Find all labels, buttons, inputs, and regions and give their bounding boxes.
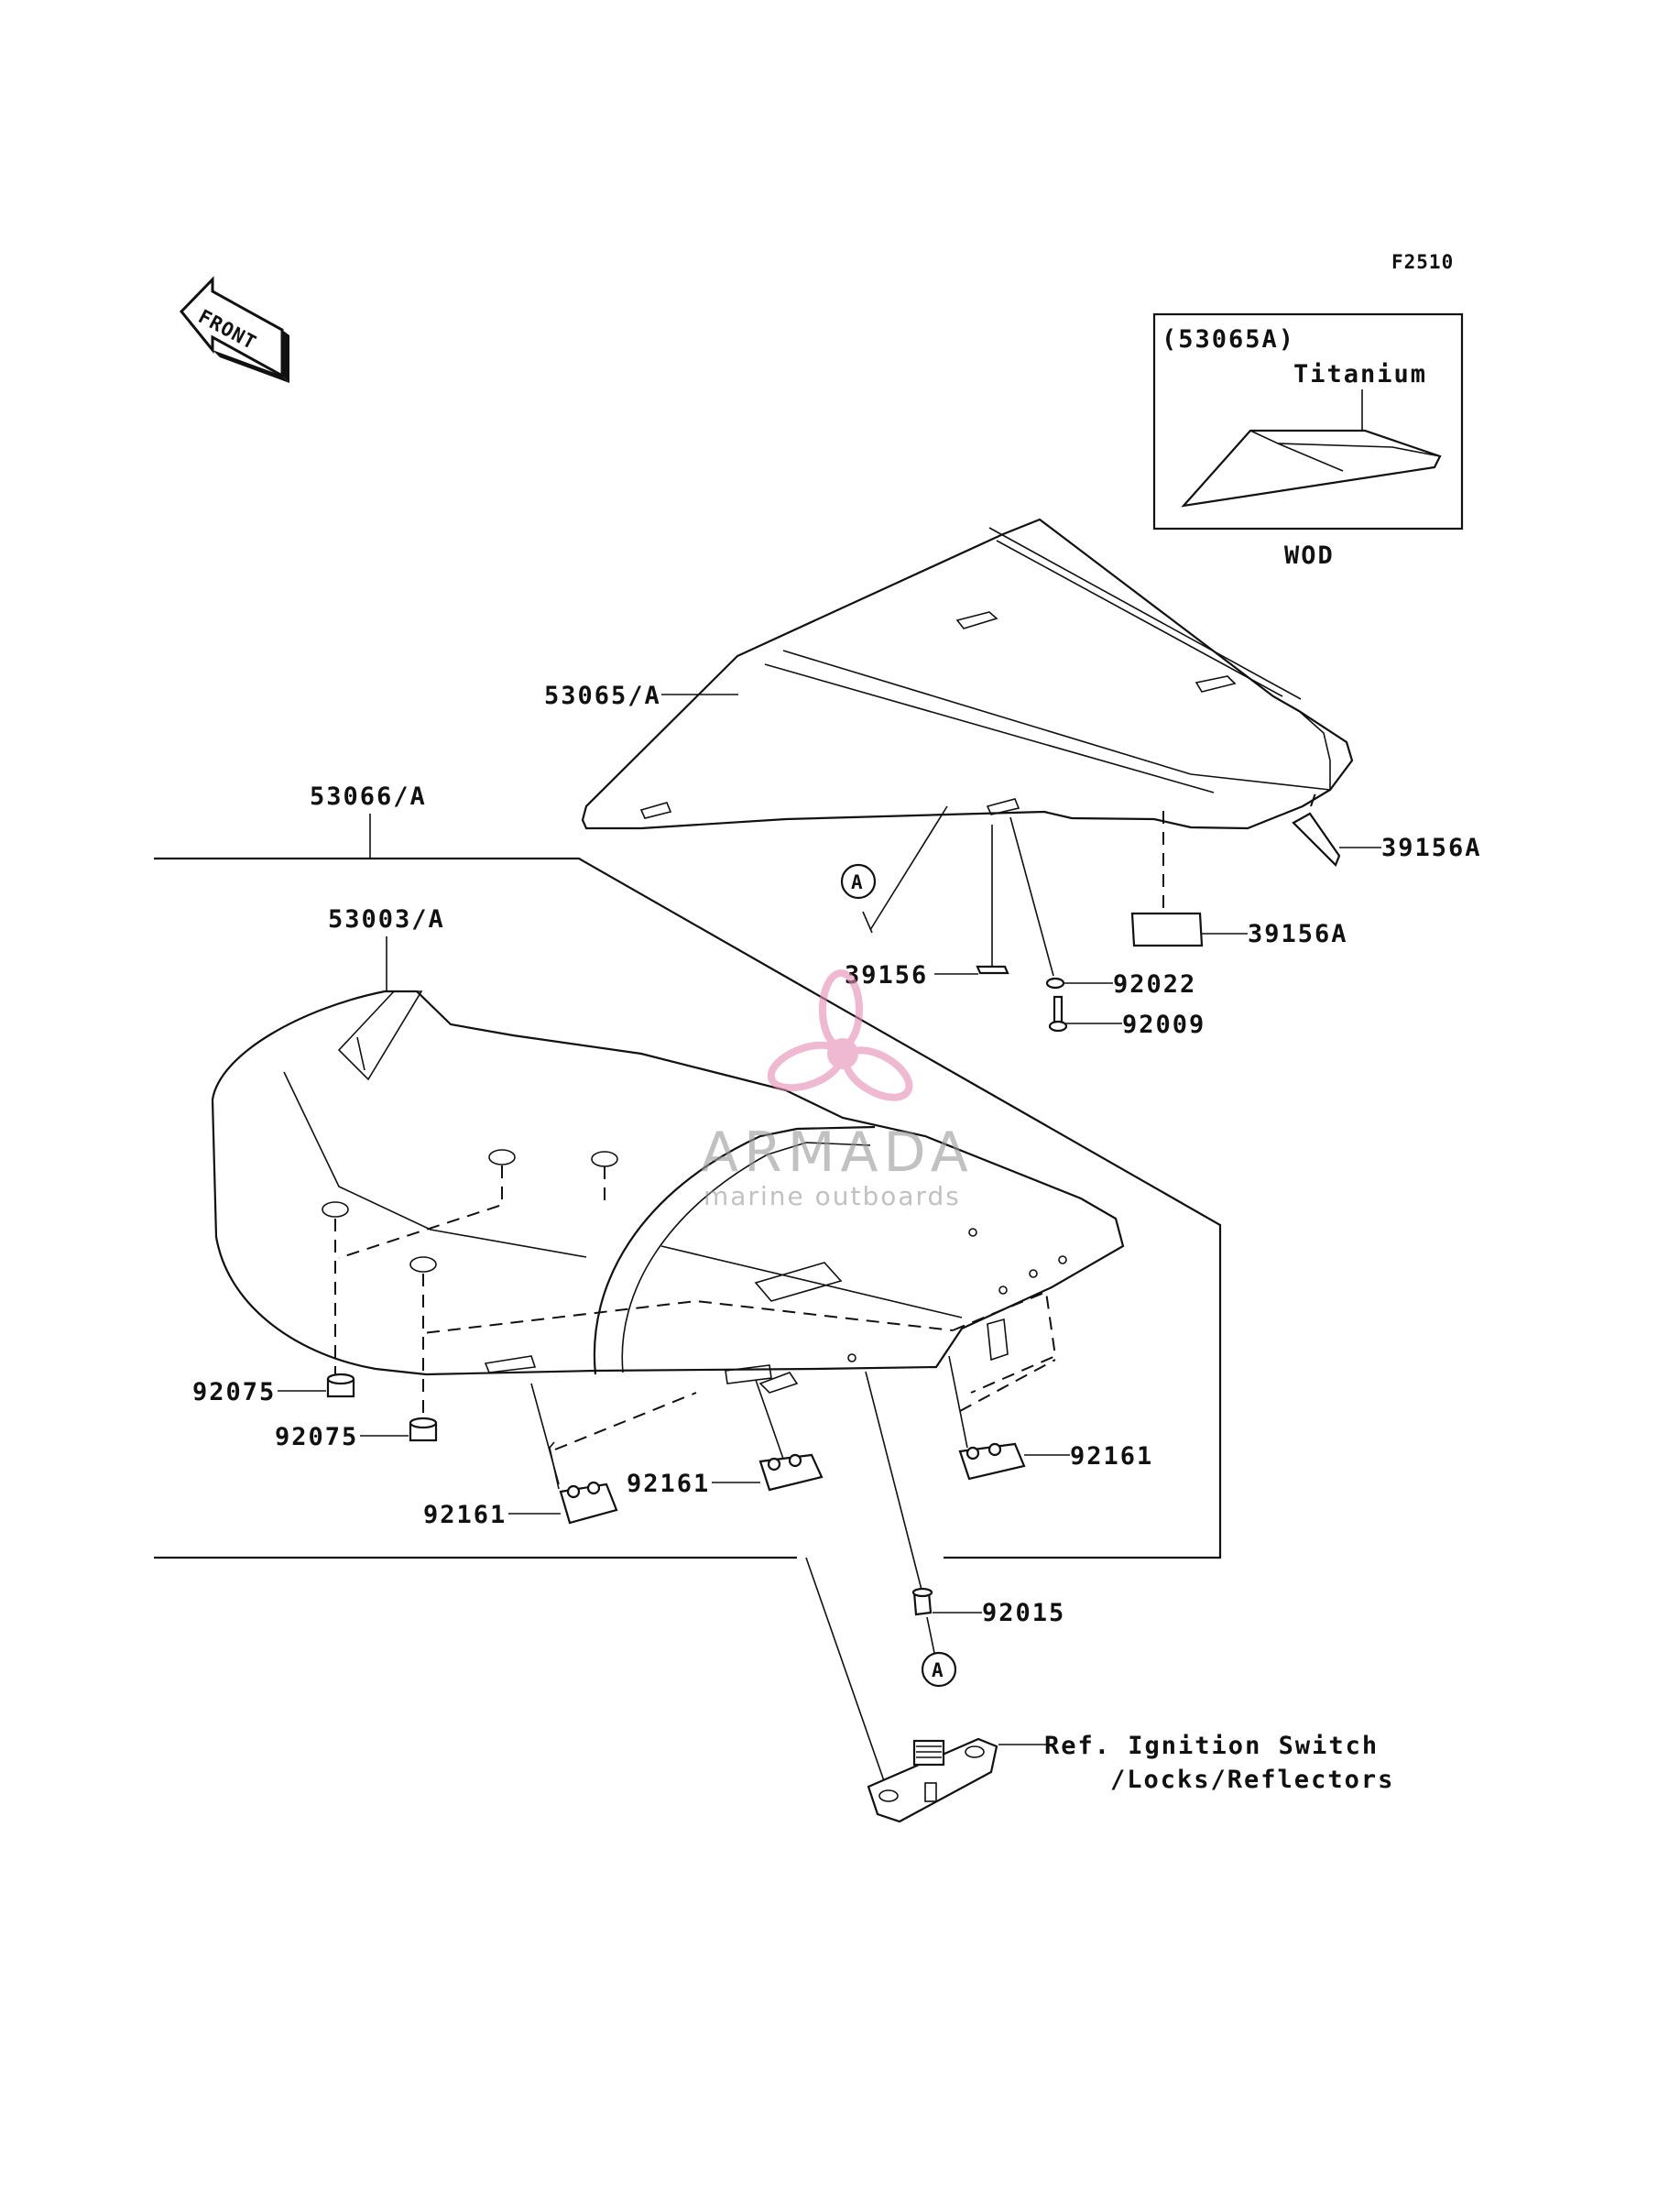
washer-part	[1009, 816, 1065, 990]
watermark-tagline: marine outboards	[704, 1181, 961, 1211]
label-bolt: 92009	[1122, 1011, 1205, 1039]
marker-a-bottom-label: A	[932, 1659, 944, 1681]
main-seat	[211, 990, 1125, 1384]
label-damper-right: 92075	[275, 1423, 358, 1451]
label-seat-cover-upper: 53065/A	[544, 682, 661, 710]
hook-center	[755, 1372, 824, 1492]
propeller-icon	[767, 969, 913, 1101]
emblem-right	[1292, 787, 1341, 867]
seat-cover-upper	[581, 518, 1354, 830]
damper-right	[409, 1274, 438, 1442]
seat-assembly-frame	[154, 857, 1222, 1559]
label-seat-pad: 53003/A	[328, 905, 445, 934]
figure-code: F2510	[1391, 251, 1454, 273]
marker-a-bottom: A	[921, 1616, 957, 1688]
damper-left	[326, 1219, 355, 1398]
hook-right	[948, 1355, 1026, 1481]
titanium-inset: (53065A) Titanium WOD	[1152, 312, 1464, 570]
ref-line-1: Ref. Ignition Switch	[1044, 1732, 1379, 1760]
label-hook-left: 92161	[423, 1501, 507, 1529]
bolt-part	[1048, 995, 1068, 1033]
marker-a-top-label: A	[851, 871, 864, 893]
hook-left	[530, 1383, 618, 1525]
bracket-part	[976, 825, 1009, 975]
emblem-lower	[1130, 811, 1204, 947]
label-damper-left: 92075	[192, 1378, 276, 1406]
label-collar: 92015	[982, 1599, 1065, 1627]
marker-a-top: A	[840, 805, 948, 934]
label-hook-center: 92161	[627, 1470, 710, 1498]
collar-part	[865, 1371, 933, 1616]
inset-material: Titanium	[1293, 360, 1427, 388]
label-seat-assembly: 53066/A	[310, 782, 427, 811]
label-washer: 92022	[1113, 970, 1196, 999]
label-emblem-right: 39156A	[1381, 834, 1482, 862]
ignition-lock-plate	[805, 1557, 998, 1823]
ref-line-2: /Locks/Reflectors	[1110, 1766, 1394, 1794]
label-emblem-lower: 39156A	[1248, 920, 1348, 948]
armada-watermark: ARMADA marine outboards	[701, 969, 974, 1211]
front-arrow-icon: FRONT	[179, 276, 289, 383]
label-hook-right: 92161	[1070, 1442, 1153, 1471]
watermark-brand: ARMADA	[701, 1121, 974, 1185]
inset-note: WOD	[1284, 542, 1335, 570]
inset-part-ref: (53065A)	[1162, 325, 1295, 354]
